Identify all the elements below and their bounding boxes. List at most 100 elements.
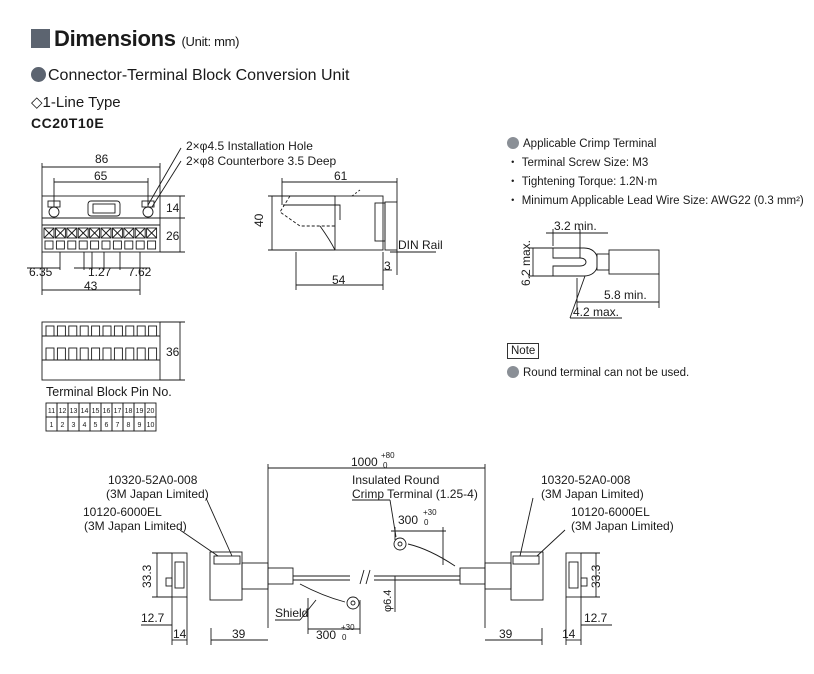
pin-number: 16 bbox=[103, 408, 111, 415]
bottom-terminal-bottom bbox=[45, 347, 55, 361]
bottom-terminal-bottom bbox=[56, 347, 66, 361]
bullet-dot-icon bbox=[507, 137, 519, 149]
right-dim-14: 14 bbox=[562, 627, 576, 641]
note-badge: Note bbox=[507, 343, 540, 359]
left-plug bbox=[171, 552, 188, 598]
dim-6-35: 6.35 bbox=[29, 265, 53, 279]
dim-36: 36 bbox=[166, 345, 180, 359]
section-title: Connector-Terminal Block Conversion Unit bbox=[31, 67, 349, 85]
front-body bbox=[41, 195, 161, 253]
bottom-terminal-bottom bbox=[79, 347, 89, 361]
dim-86: 86 bbox=[95, 152, 109, 166]
left-dim-33-3: 33.3 bbox=[140, 564, 154, 588]
din-rail-label: DIN Rail bbox=[398, 238, 443, 252]
mount-hole-right bbox=[142, 206, 154, 218]
pin-number: 5 bbox=[94, 422, 98, 429]
cable-length-tol-bot: 0 bbox=[383, 461, 388, 470]
crimp-sleeve bbox=[608, 249, 660, 275]
dim-54: 54 bbox=[332, 273, 346, 287]
pin-number: 1 bbox=[50, 422, 54, 429]
bottom-terminal-top bbox=[45, 325, 55, 337]
right-connector-maker: (3M Japan Limited) bbox=[541, 487, 644, 501]
round-terminal-label: Insulated Round bbox=[352, 473, 439, 487]
bottom-terminal-bottom bbox=[91, 347, 101, 361]
dim-3: 3 bbox=[384, 259, 391, 273]
pin-number: 12 bbox=[59, 408, 67, 415]
bottom-terminal-top bbox=[79, 325, 89, 337]
lead-tol-bot-2: 0 bbox=[342, 633, 347, 642]
bottom-terminal-top bbox=[113, 325, 123, 337]
bottom-terminal-top bbox=[125, 325, 135, 337]
front-terminal-screw bbox=[100, 227, 112, 239]
front-terminal-screw bbox=[66, 227, 78, 239]
right-dim-33-3: 33.3 bbox=[589, 564, 603, 588]
dim-26: 26 bbox=[166, 229, 180, 243]
bottom-terminal-bottom bbox=[148, 347, 158, 361]
left-dim-14: 14 bbox=[173, 627, 187, 641]
pin-number: 8 bbox=[127, 422, 131, 429]
dim-1-27: 1.27 bbox=[88, 265, 112, 279]
front-terminal-screw bbox=[123, 227, 135, 239]
cable-length-tol-top: +80 bbox=[381, 451, 395, 460]
dim-40: 40 bbox=[252, 213, 266, 227]
front-terminal-screw bbox=[54, 227, 66, 239]
front-terminal-screw bbox=[146, 227, 158, 239]
left-connector-label: 10320-52A0-008 bbox=[108, 473, 198, 487]
bottom-terminal-top bbox=[102, 325, 112, 337]
pin-number: 3 bbox=[72, 422, 76, 429]
dim-7-62: 7.62 bbox=[128, 265, 152, 279]
lead-tol-top: +30 bbox=[423, 508, 437, 517]
bottom-terminal-top bbox=[56, 325, 66, 337]
right-dim-12-7: 12.7 bbox=[584, 611, 608, 625]
crimp-dim-5-8: 5.8 min. bbox=[604, 288, 647, 302]
crimp-dim-4-2: 4.2 max. bbox=[573, 305, 619, 319]
lead-tol-bot: 0 bbox=[424, 518, 429, 527]
dim-14: 14 bbox=[166, 201, 180, 215]
right-plug bbox=[565, 552, 582, 598]
bottom-terminal-top bbox=[148, 325, 158, 337]
mount-hole-left bbox=[48, 206, 60, 218]
shield-label: Shield bbox=[275, 606, 308, 620]
pin-number: 11 bbox=[48, 408, 55, 415]
crimp-terminal-info: Applicable Crimp Terminal ・ Terminal Scr… bbox=[507, 137, 804, 207]
model-label: CC20T10E bbox=[31, 115, 105, 131]
pin-number: 17 bbox=[114, 408, 122, 415]
crimp-fork bbox=[552, 247, 598, 277]
right-connector-label: 10320-52A0-008 bbox=[541, 473, 631, 487]
pin-number: 20 bbox=[147, 408, 155, 415]
front-terminal-screw bbox=[89, 227, 101, 239]
left-dim-12-7: 12.7 bbox=[141, 611, 165, 625]
type-label: ◇1-Line Type bbox=[31, 94, 121, 111]
left-dim-39: 39 bbox=[232, 627, 246, 641]
dim-43: 43 bbox=[84, 279, 98, 293]
front-terminal-screw bbox=[134, 227, 146, 239]
title-square-icon bbox=[31, 29, 50, 48]
bottom-terminal-bottom bbox=[125, 347, 135, 361]
cable-diameter: φ6.4 bbox=[382, 590, 394, 612]
pin-number: 14 bbox=[81, 408, 89, 415]
connector-outline bbox=[87, 200, 121, 217]
terminal-block-title: Terminal Block Pin No. bbox=[46, 385, 172, 399]
lead-length-bottom: 300 bbox=[316, 628, 336, 642]
crimp-dim-6-2: 6.2 max. bbox=[519, 240, 533, 286]
bottom-terminal-bottom bbox=[136, 347, 146, 361]
right-plug-label: 10120-6000EL bbox=[571, 505, 650, 519]
page-title: Dimensions (Unit: mm) bbox=[54, 26, 240, 51]
cable-length: 1000 bbox=[351, 455, 378, 469]
right-dim-39: 39 bbox=[499, 627, 513, 641]
pin-number: 7 bbox=[116, 422, 120, 429]
right-plug-maker: (3M Japan Limited) bbox=[571, 519, 674, 533]
front-terminal-screw bbox=[77, 227, 89, 239]
left-plug-label: 10120-6000EL bbox=[83, 505, 162, 519]
pin-number: 15 bbox=[92, 408, 100, 415]
hole-label-2: 2×φ8 Counterbore 3.5 Deep bbox=[186, 154, 337, 168]
left-connector-maker: (3M Japan Limited) bbox=[106, 487, 209, 501]
side-body bbox=[334, 195, 384, 251]
crimp-dim-3-2: 3.2 min. bbox=[554, 219, 597, 233]
bottom-terminal-top bbox=[136, 325, 146, 337]
bottom-terminal-bottom bbox=[113, 347, 123, 361]
left-plug-maker: (3M Japan Limited) bbox=[84, 519, 187, 533]
bullet-dot-icon bbox=[31, 67, 46, 82]
pin-number: 19 bbox=[136, 408, 144, 415]
